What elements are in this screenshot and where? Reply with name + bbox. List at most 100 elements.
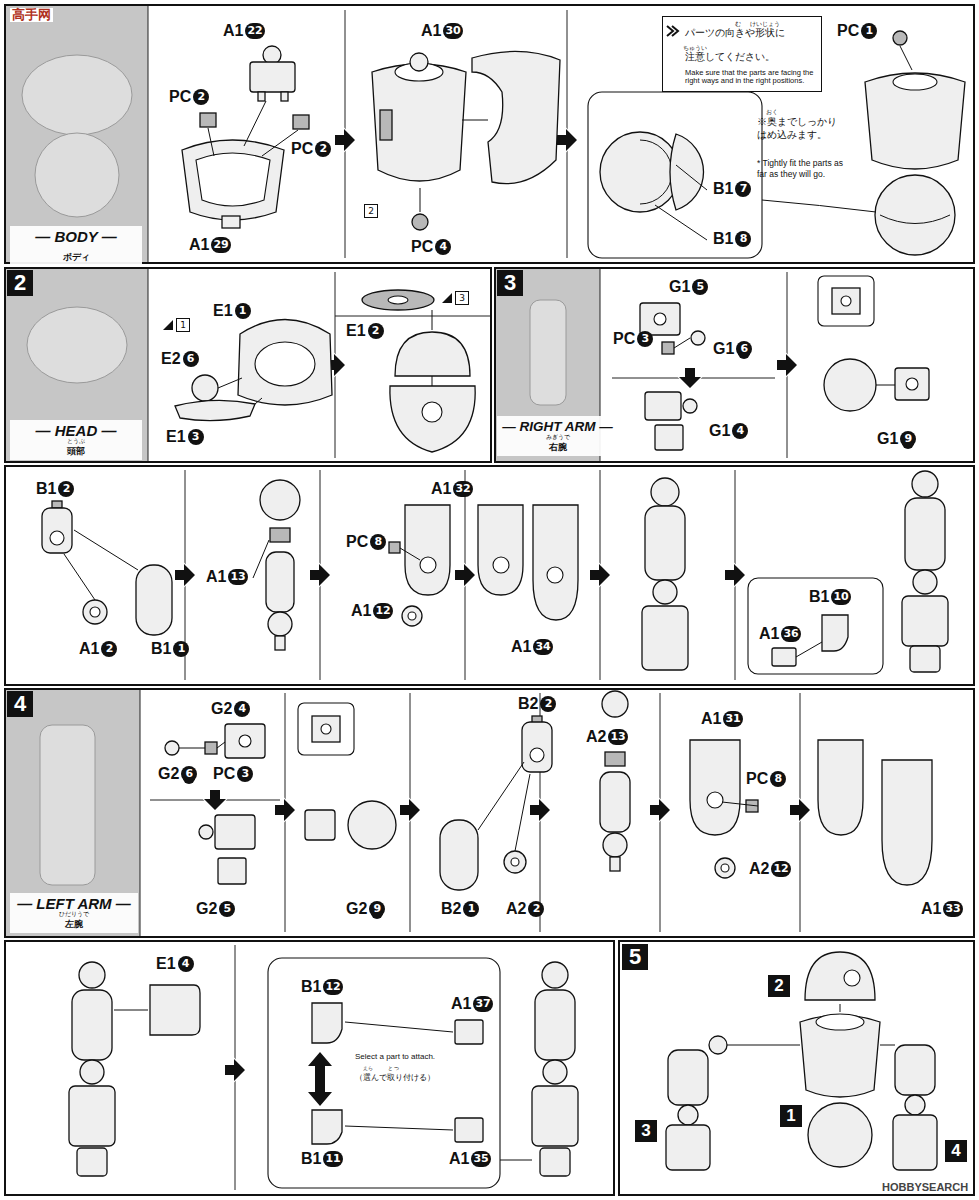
part-drawing [610,857,620,871]
part-number: 11 [323,1151,342,1167]
part-drawing [455,1118,483,1142]
part-drawing [389,542,400,553]
part-drawing [841,296,851,306]
part-number: 34 [533,639,552,655]
leader-line [900,46,912,70]
furigana: ちゅうい [683,45,707,51]
leader-line [432,376,433,386]
panel-frame [5,268,491,462]
part-code: B1 [712,230,734,248]
step-arrow [175,564,195,586]
thumbnail-label: — BODY —ボディ [10,226,142,266]
callout-number: 4 [945,1140,967,1162]
part-drawing [905,498,945,570]
part-code: A2 [505,900,527,918]
part-code: G1 [668,278,691,296]
part-number: 8 [370,534,386,550]
part-drawing [818,276,874,326]
part-drawing [662,342,674,354]
part-drawing [192,375,218,401]
part-code: G2 [195,900,218,918]
part-drawing [645,506,685,580]
part-number: 6 [736,341,752,357]
part-drawing [390,386,475,452]
leader-line [880,1045,895,1046]
part-number: 33 [943,901,962,917]
step-divider [140,6,800,1190]
leader-line [64,554,95,600]
part-number: 37 [473,996,492,1012]
part-code: PC [290,140,314,158]
part-drawing [824,359,876,411]
leader-line [208,128,214,156]
step-divider [148,6,149,262]
thumbnail-image [6,6,600,936]
step-arrow [310,564,330,586]
part-code: G2 [210,700,233,718]
part-drawing [543,1060,567,1084]
part-number: 5 [692,279,708,295]
leader-line [432,310,433,330]
leader-line [420,188,421,212]
thumbnail-image [40,725,95,885]
part-code: A1 [758,625,780,643]
part-drawing [600,132,680,212]
callout-number: 2 [768,975,790,997]
part-drawing [308,1052,332,1106]
part-code: A2 [748,860,770,878]
part-drawing [42,508,72,553]
leader-line [218,378,242,388]
step-arrow [175,129,810,1081]
part-drawing [79,962,105,988]
part-drawing [440,820,478,890]
part-drawing [281,92,288,101]
note-icon [672,26,678,36]
part-drawing [600,772,630,832]
part-number: 2 [315,141,331,157]
furigana: と つ [388,1066,399,1071]
leader-line [676,165,707,190]
part-drawing [670,134,704,210]
part-number: 10 [831,589,850,605]
part-number: 29 [211,237,230,253]
part-drawing [275,636,285,650]
furigana: おく [766,109,778,115]
part-drawing [645,392,681,420]
step-number: 4 [7,691,33,717]
part-drawing [691,331,705,345]
part-drawing [651,478,679,506]
part-drawing [298,703,354,755]
leader-line [727,1045,800,1046]
panel-frame [5,689,974,937]
part-drawing [540,1148,570,1176]
part-drawing [348,801,396,849]
part-drawing [865,73,965,169]
step-arrow [790,799,810,821]
part-code: A1 [510,638,532,656]
part-number: 2 [101,641,117,657]
part-drawing [410,53,428,71]
note-icon [667,26,678,36]
part-code: B1 [300,1150,322,1168]
part-drawing [642,606,688,670]
panel-frame [5,466,974,685]
part-drawing [602,691,628,717]
part-number: 12 [323,979,342,995]
step-arrow [455,564,475,586]
step-arrow [530,799,550,821]
thumbnail-image [35,133,119,217]
sub-step-number: 1 [176,318,190,332]
part-number: 12 [771,861,790,877]
note-text: Select a part to attach. [355,1052,475,1062]
leader-line [762,200,876,212]
leader-line [500,1160,532,1161]
leader-line [345,1022,453,1032]
part-drawing [408,612,416,620]
panel-frame [5,5,974,263]
part-drawing [678,1105,698,1125]
part-drawing [913,570,937,594]
part-drawing [268,612,292,636]
leader-line [74,530,138,570]
part-number: 12 [373,603,392,619]
part-code: B1 [808,588,830,606]
